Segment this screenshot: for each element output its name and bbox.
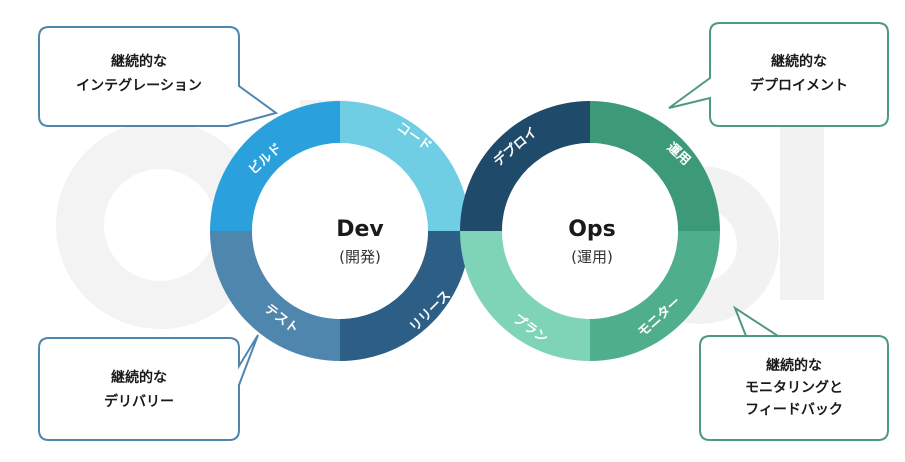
segment-build (210, 101, 340, 231)
callout-cmonitor-line3: フィードバック (745, 402, 843, 418)
callout-cdelivery: 継続的な デリバリー (38, 334, 259, 441)
callout-cmonitor-line2: モニタリングと (745, 379, 843, 396)
callout-ci-line2: インテグレーション (76, 77, 202, 94)
ops-subtitle: (運用) (571, 248, 613, 266)
ops-center (502, 143, 678, 319)
callout-ci-line1: 継続的な (111, 53, 167, 70)
segment-test (210, 231, 340, 361)
ops-title: Ops (568, 217, 616, 242)
callout-cdeploy-line1: 継続的な (771, 53, 827, 70)
dev-title: Dev (336, 217, 384, 242)
callout-cmonitor: 継続的な モニタリングと フィードバック (699, 305, 889, 441)
segment-plan (460, 231, 590, 361)
callout-cmonitor-line1: 継続的な (766, 357, 822, 374)
dev-subtitle: (開発) (339, 248, 381, 266)
segment-release (340, 231, 470, 361)
segment-deploy (460, 101, 590, 231)
callout-cdelivery-line2: デリバリー (104, 393, 174, 410)
callout-cdeploy-line2: デプロイメント (750, 77, 848, 94)
segment-code (340, 101, 470, 231)
callout-ci: 継続的な インテグレーション (38, 26, 279, 127)
segment-monitor (590, 231, 720, 361)
callout-cdelivery-line1: 継続的な (111, 369, 167, 386)
callout-cdeploy: 継続的な デプロイメント (668, 22, 889, 127)
dev-center (252, 143, 428, 319)
segment-operate (590, 101, 720, 231)
